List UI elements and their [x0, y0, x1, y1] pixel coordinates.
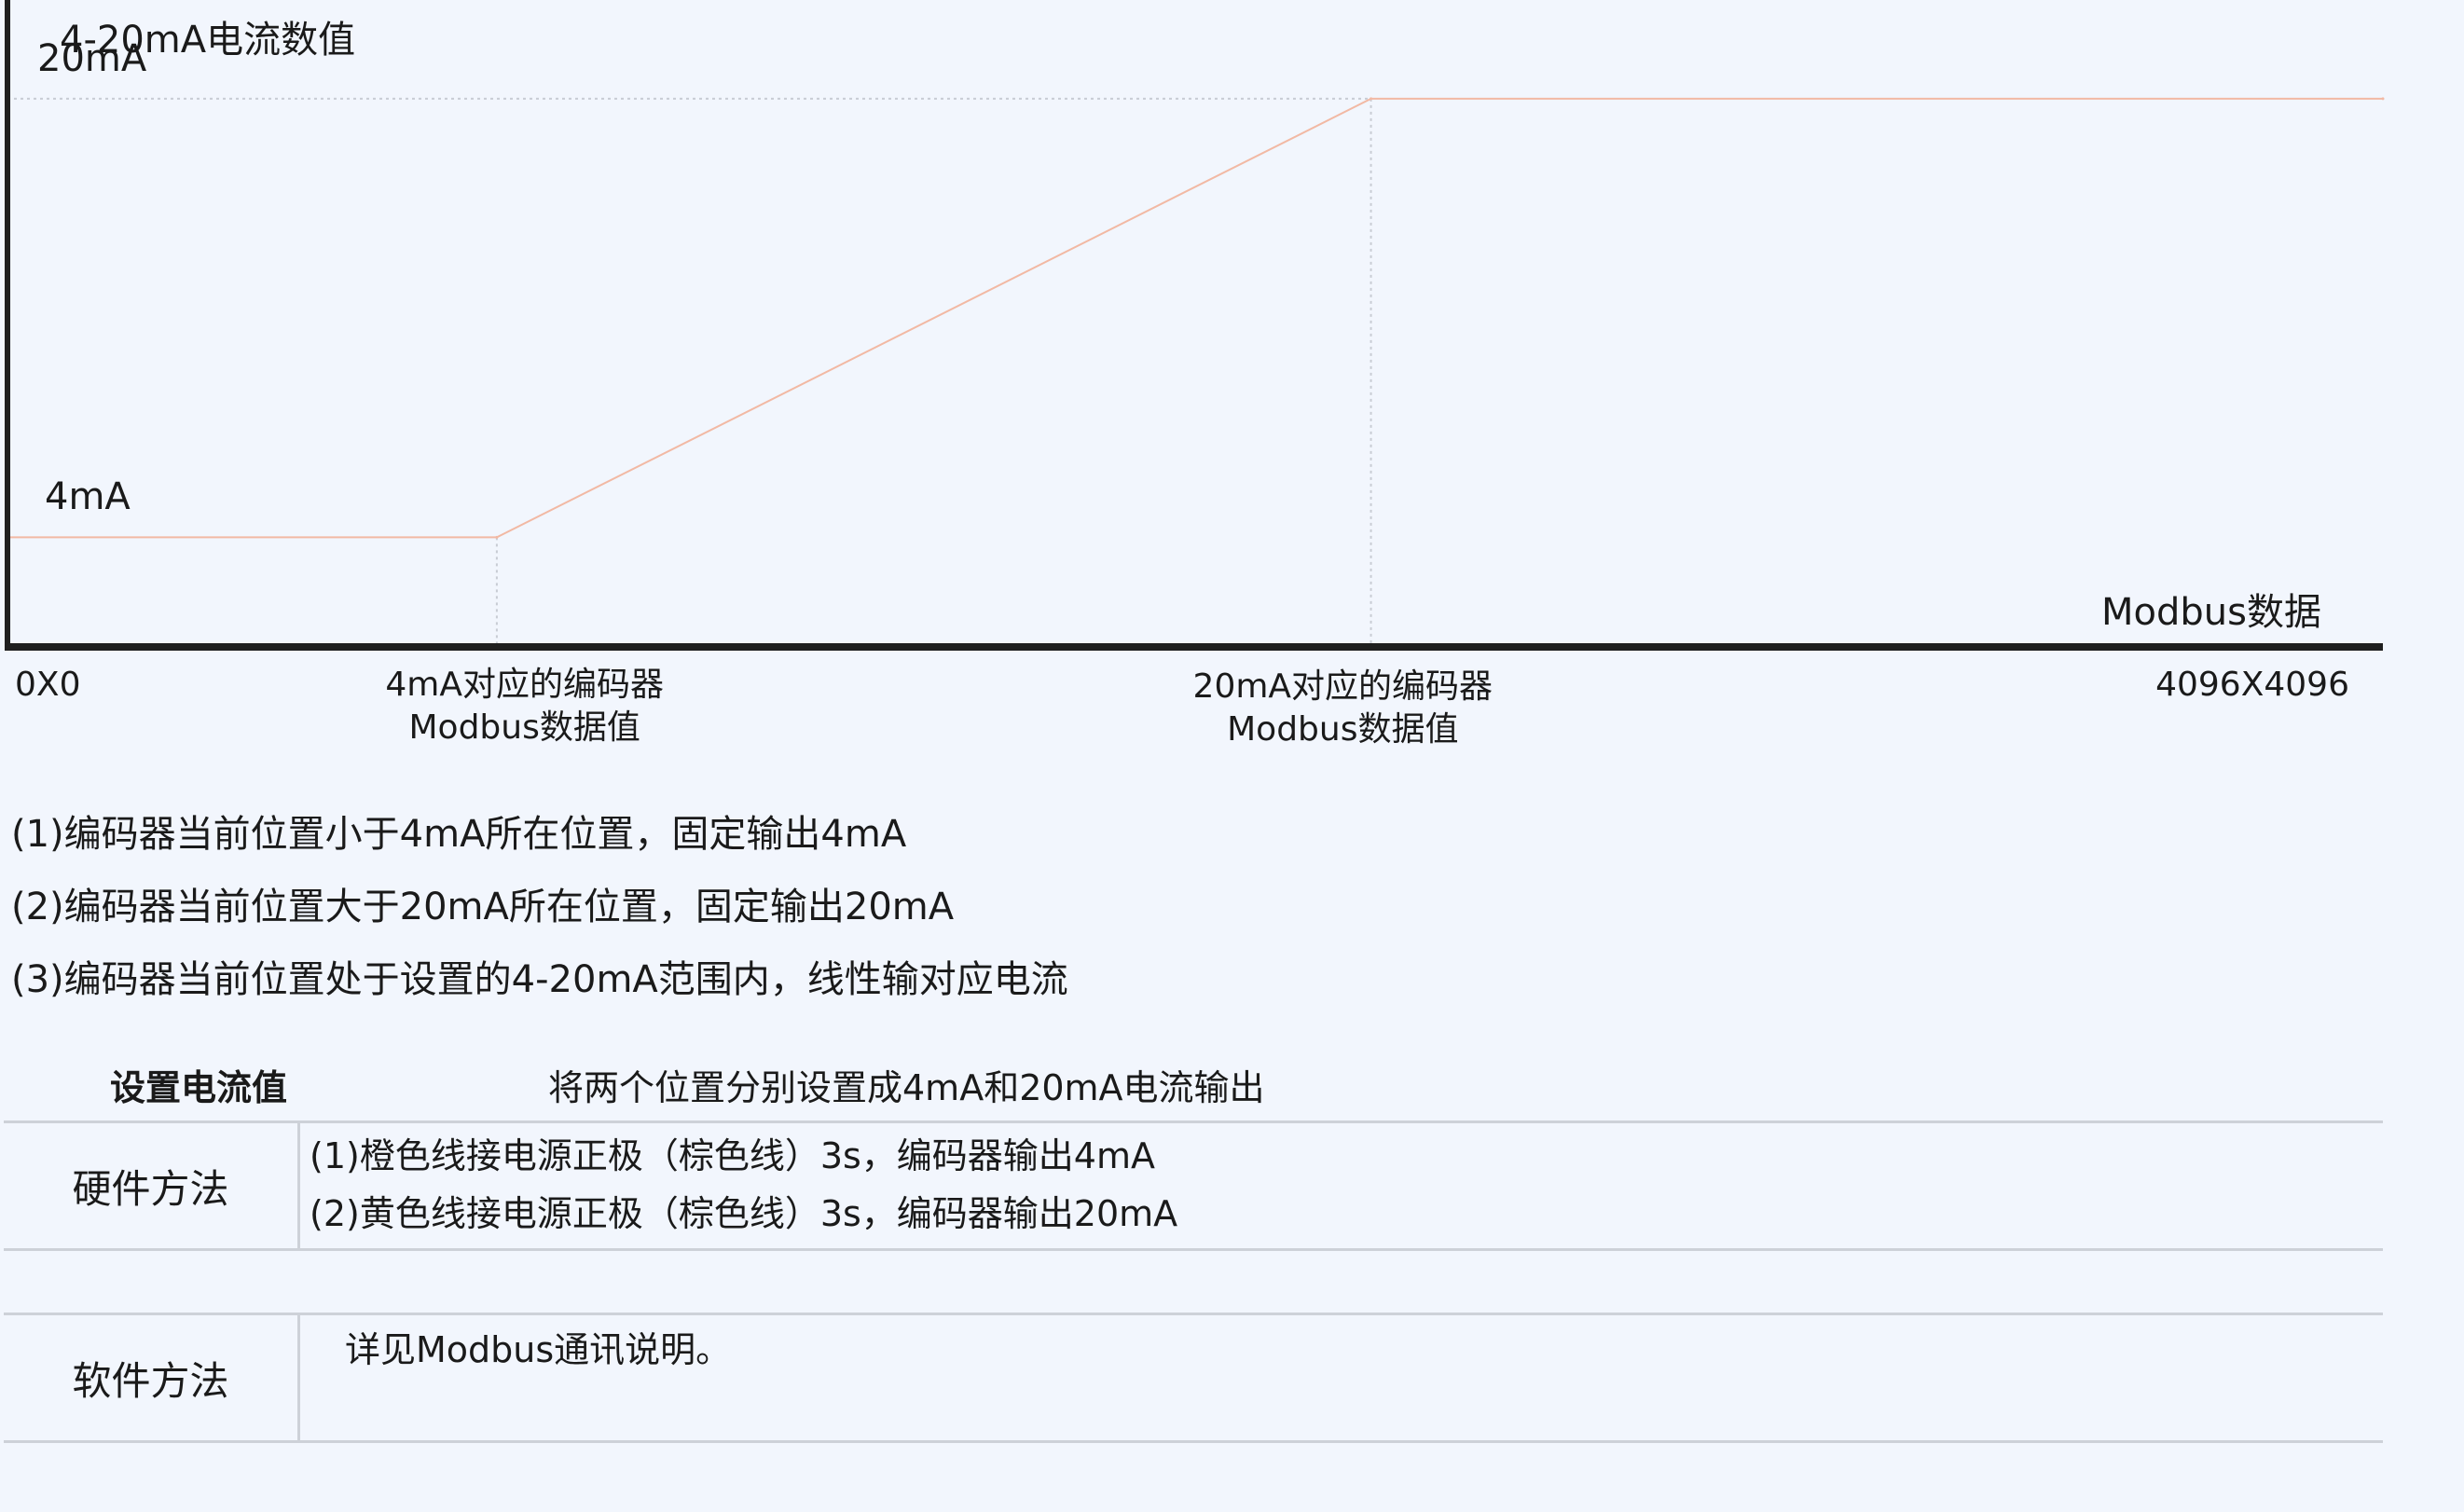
- table-row-software: 软件方法 详见Modbus通讯说明。: [4, 1315, 2383, 1440]
- y-axis-title: 4-20mA电流数值: [60, 19, 356, 62]
- table-row-line: 详见Modbus通讯说明。: [345, 1329, 732, 1370]
- note-3: (3)编码器当前位置处于设置的4-20mA范围内，线性输对应电流: [11, 958, 1068, 1001]
- table-divider: [4, 1313, 2383, 1315]
- data-point: [2381, 97, 2385, 101]
- table-header-label: 设置电流值: [110, 1067, 288, 1108]
- x-tick-line: 20mA对应的编码器: [1192, 667, 1494, 706]
- x-tick-label-4ma-position: 4mA对应的编码器 Modbus数据值: [385, 664, 664, 749]
- x-tick-label-max: 4096X4096: [2155, 664, 2349, 707]
- note-2: (2)编码器当前位置大于20mA所在位置，固定输出20mA: [11, 886, 955, 928]
- y-tick-label-20ma: 20mA: [37, 36, 147, 80]
- data-point: [1370, 97, 1373, 101]
- table-divider: [4, 1248, 2383, 1251]
- x-tick-line: Modbus数据值: [408, 708, 640, 747]
- x-tick-label-20ma-position: 20mA对应的编码器 Modbus数据值: [1193, 666, 1494, 751]
- table-divider: [4, 1120, 2383, 1123]
- table-row-label: 硬件方法: [4, 1123, 300, 1248]
- table-row-content: (1)橙色线接电源正极（棕色线）3s，编码器输出4mA (2)黄色线接电源正极（…: [310, 1127, 1177, 1243]
- x-tick-line: 4096X4096: [2155, 666, 2349, 704]
- data-point: [495, 535, 499, 539]
- x-tick-line: 0X0: [15, 666, 81, 704]
- table-row-line: (2)黄色线接电源正极（棕色线）3s，编码器输出20mA: [310, 1193, 1178, 1234]
- note-1: (1)编码器当前位置小于4mA所在位置，固定输出4mA: [11, 813, 907, 856]
- current-mapping-chart: [5, 0, 2385, 651]
- table-row-hardware: 硬件方法 (1)橙色线接电源正极（棕色线）3s，编码器输出4mA (2)黄色线接…: [4, 1123, 2383, 1248]
- current-output-line: [7, 97, 2383, 539]
- table-row-content: 详见Modbus通讯说明。: [345, 1321, 731, 1379]
- table-row-label: 软件方法: [4, 1315, 300, 1440]
- x-axis-title: Modbus数据: [2101, 591, 2321, 634]
- y-tick-label-4ma: 4mA: [45, 475, 131, 519]
- table-header-description: 将两个位置分别设置成4mA和20mA电流输出: [548, 1067, 1265, 1108]
- x-tick-line: Modbus数据值: [1227, 710, 1459, 749]
- table-row-line: (1)橙色线接电源正极（棕色线）3s，编码器输出4mA: [310, 1135, 1155, 1176]
- table-divider: [4, 1440, 2383, 1443]
- x-tick-label-origin: 0X0: [15, 664, 80, 707]
- x-tick-line: 4mA对应的编码器: [385, 666, 664, 704]
